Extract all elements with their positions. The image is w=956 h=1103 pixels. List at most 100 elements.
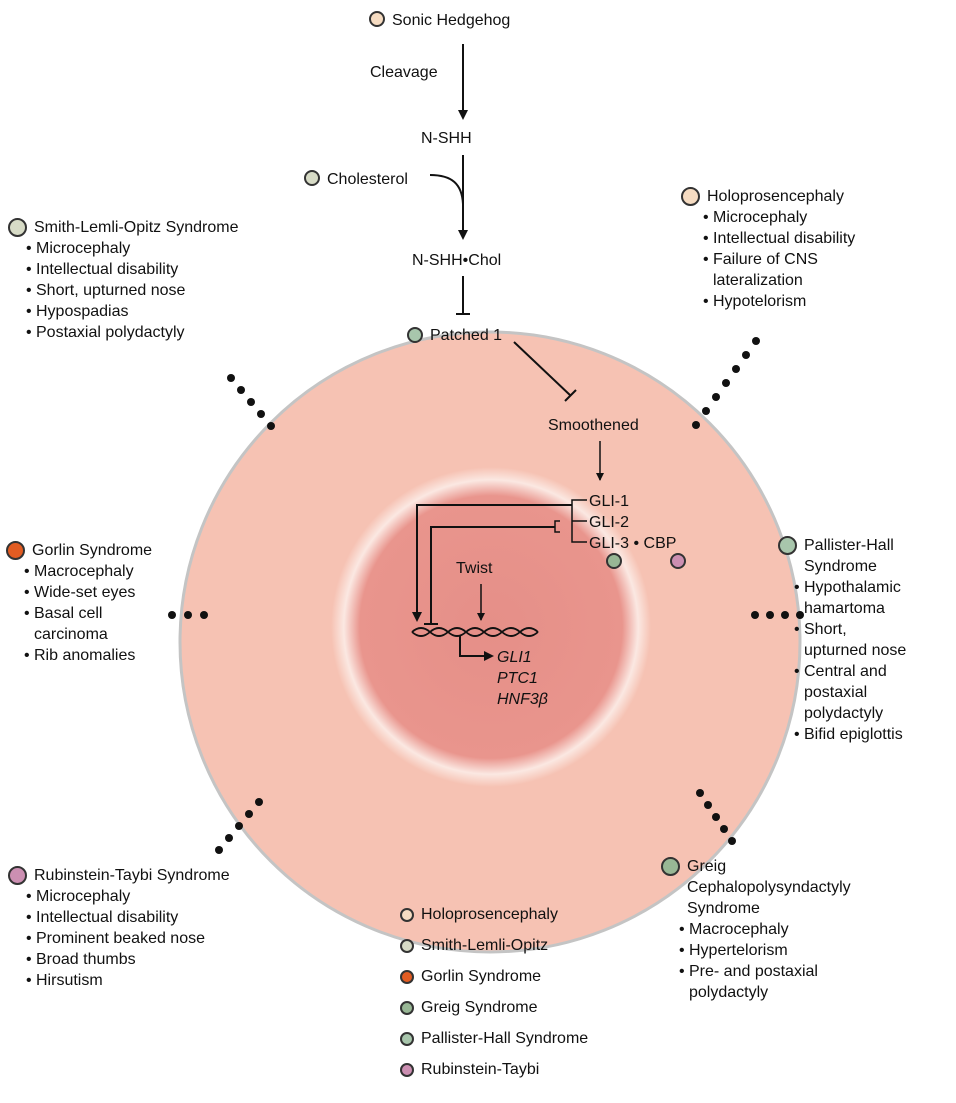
slo-feature: Hypospadias [26, 301, 239, 322]
connector-holo [692, 337, 760, 429]
dna-strand-a [411, 627, 539, 637]
gorlin-feature: Macrocephaly [24, 561, 164, 582]
legend-swatch [400, 1000, 414, 1015]
legend-label: Smith-Lemli-Opitz [421, 936, 549, 954]
legend-label: Gorlin Syndrome [421, 967, 542, 985]
slo-title: Smith-Lemli-Opitz Syndrome [34, 219, 239, 236]
gli-activation-arrow [412, 504, 572, 622]
legend-item: Rubinstein-Taybi [400, 1054, 588, 1085]
gorlin-feature: Wide-set eyes [24, 582, 164, 603]
transcription-arrow [459, 635, 494, 661]
pallister-color-dot [778, 536, 797, 555]
sonic-hedgehog-label: Sonic Hedgehog [392, 12, 510, 29]
gli-3-cbp-label: GLI-3 • CBP [589, 535, 676, 552]
greig-feature: Macrocephaly [679, 919, 869, 940]
slo-feature: Postaxial polydactyly [26, 322, 239, 343]
legend-item: Pallister-Hall Syndrome [400, 1023, 588, 1054]
holo-feature: Intellectual disability [703, 228, 883, 249]
n-shh-chol-label: N-SHH•Chol [412, 252, 501, 269]
legend-swatch [400, 938, 414, 953]
greig-title: Greig Cephalopolysyndactyly Syndrome [687, 858, 851, 917]
slo-feature: Intellectual disability [26, 259, 239, 280]
holo-title: Holoprosencephaly [707, 188, 844, 205]
inhibition-line-smoothened [513, 341, 572, 397]
gli-1-label: GLI-1 [589, 493, 629, 510]
nucleus [331, 467, 651, 787]
legend-item: Holoprosencephaly [400, 899, 588, 930]
cholesterol-join-curve [429, 174, 464, 205]
pallister-feature: Short, upturned nose [794, 619, 914, 661]
slo-feature: Microcephaly [26, 238, 239, 259]
twist-label: Twist [456, 560, 493, 577]
syndrome-holoprosencephaly: Holoprosencephaly Microcephaly Intellect… [681, 186, 911, 312]
rubinstein-feature-list: Microcephaly Intellectual disability Pro… [8, 886, 230, 991]
patched-dot [407, 327, 423, 343]
pallister-feature-list: Hypothalamic hamartoma Short, upturned n… [778, 577, 944, 745]
connector-slo [227, 374, 275, 430]
holo-feature: Hypotelorism [703, 291, 883, 312]
legend-item: Smith-Lemli-Opitz [400, 930, 588, 961]
gorlin-feature: Basal cell carcinoma [24, 603, 134, 645]
legend-swatch [400, 1062, 414, 1077]
legend-label: Holoprosencephaly [421, 905, 558, 923]
gli-repression-line [430, 526, 555, 624]
gli-3-dot [606, 553, 622, 569]
slo-feature-list: Microcephaly Intellectual disability Sho… [8, 238, 239, 343]
rubinstein-feature: Intellectual disability [26, 907, 230, 928]
connector-rubinstein [215, 798, 263, 854]
holo-color-dot [681, 187, 700, 206]
rubinstein-feature: Microcephaly [26, 886, 230, 907]
greig-feature: Hypertelorism [679, 940, 869, 961]
gorlin-feature: Rib anomalies [24, 645, 164, 666]
sonic-hedgehog-dot [369, 11, 385, 27]
syndrome-greig: Greig Cephalopolysyndactyly Syndrome Mac… [661, 856, 901, 1003]
cleavage-label: Cleavage [370, 64, 438, 81]
slo-color-dot [8, 218, 27, 237]
n-shh-label: N-SHH [421, 130, 472, 147]
legend-swatch [400, 907, 414, 922]
gorlin-color-dot [6, 541, 25, 560]
legend-item: Greig Syndrome [400, 992, 588, 1023]
legend-label: Greig Syndrome [421, 998, 538, 1016]
rubinstein-feature: Hirsutism [26, 970, 230, 991]
cholesterol-dot [304, 170, 320, 186]
legend-swatch [400, 969, 414, 984]
patched-label: Patched 1 [430, 327, 502, 344]
pallister-feature: Central and postaxial polydactyly [794, 661, 914, 724]
connector-gorlin [168, 611, 208, 619]
legend: Holoprosencephaly Smith-Lemli-Opitz Gorl… [400, 899, 588, 1085]
greig-feature-list: Macrocephaly Hypertelorism Pre- and post… [661, 919, 869, 1003]
holo-feature: Microcephaly [703, 207, 883, 228]
syndrome-pallister-hall: Pallister-Hall Syndrome Hypothalamic ham… [778, 535, 953, 745]
target-gene-ptc1: PTC1 [497, 670, 538, 687]
target-gene-gli1: GLI1 [497, 649, 532, 666]
pallister-feature: Hypothalamic hamartoma [794, 577, 914, 619]
rubinstein-color-dot [8, 866, 27, 885]
cbp-dot [670, 553, 686, 569]
rubinstein-feature: Prominent beaked nose [26, 928, 230, 949]
greig-color-dot [661, 857, 680, 876]
gli-2-label: GLI-2 [589, 514, 629, 531]
target-gene-hnf3b: HNF3β [497, 691, 548, 708]
legend-item: Gorlin Syndrome [400, 961, 588, 992]
holo-feature: Failure of CNS lateralization [703, 249, 853, 291]
syndrome-gorlin: Gorlin Syndrome Macrocephaly Wide-set ey… [6, 540, 176, 666]
cholesterol-label: Cholesterol [327, 171, 408, 188]
legend-label: Rubinstein-Taybi [421, 1060, 540, 1078]
slo-feature: Short, upturned nose [26, 280, 239, 301]
syndrome-smith-lemli-opitz: Smith-Lemli-Opitz Syndrome Microcephaly … [8, 217, 239, 343]
greig-feature: Pre- and postaxial polydactyly [679, 961, 859, 1003]
syndrome-rubinstein-taybi: Rubinstein-Taybi Syndrome Microcephaly I… [8, 865, 230, 991]
legend-swatch [400, 1031, 414, 1046]
gorlin-title: Gorlin Syndrome [32, 542, 153, 559]
rubinstein-title: Rubinstein-Taybi Syndrome [34, 867, 230, 884]
rubinstein-feature: Broad thumbs [26, 949, 230, 970]
gorlin-feature-list: Macrocephaly Wide-set eyes Basal cell ca… [6, 561, 164, 666]
connector-greig [696, 789, 736, 845]
dna-strand-b [411, 627, 539, 637]
pallister-title: Pallister-Hall Syndrome [804, 537, 894, 575]
smoothened-label: Smoothened [548, 417, 639, 434]
holo-feature-list: Microcephaly Intellectual disability Fai… [681, 207, 883, 312]
legend-label: Pallister-Hall Syndrome [421, 1029, 589, 1047]
